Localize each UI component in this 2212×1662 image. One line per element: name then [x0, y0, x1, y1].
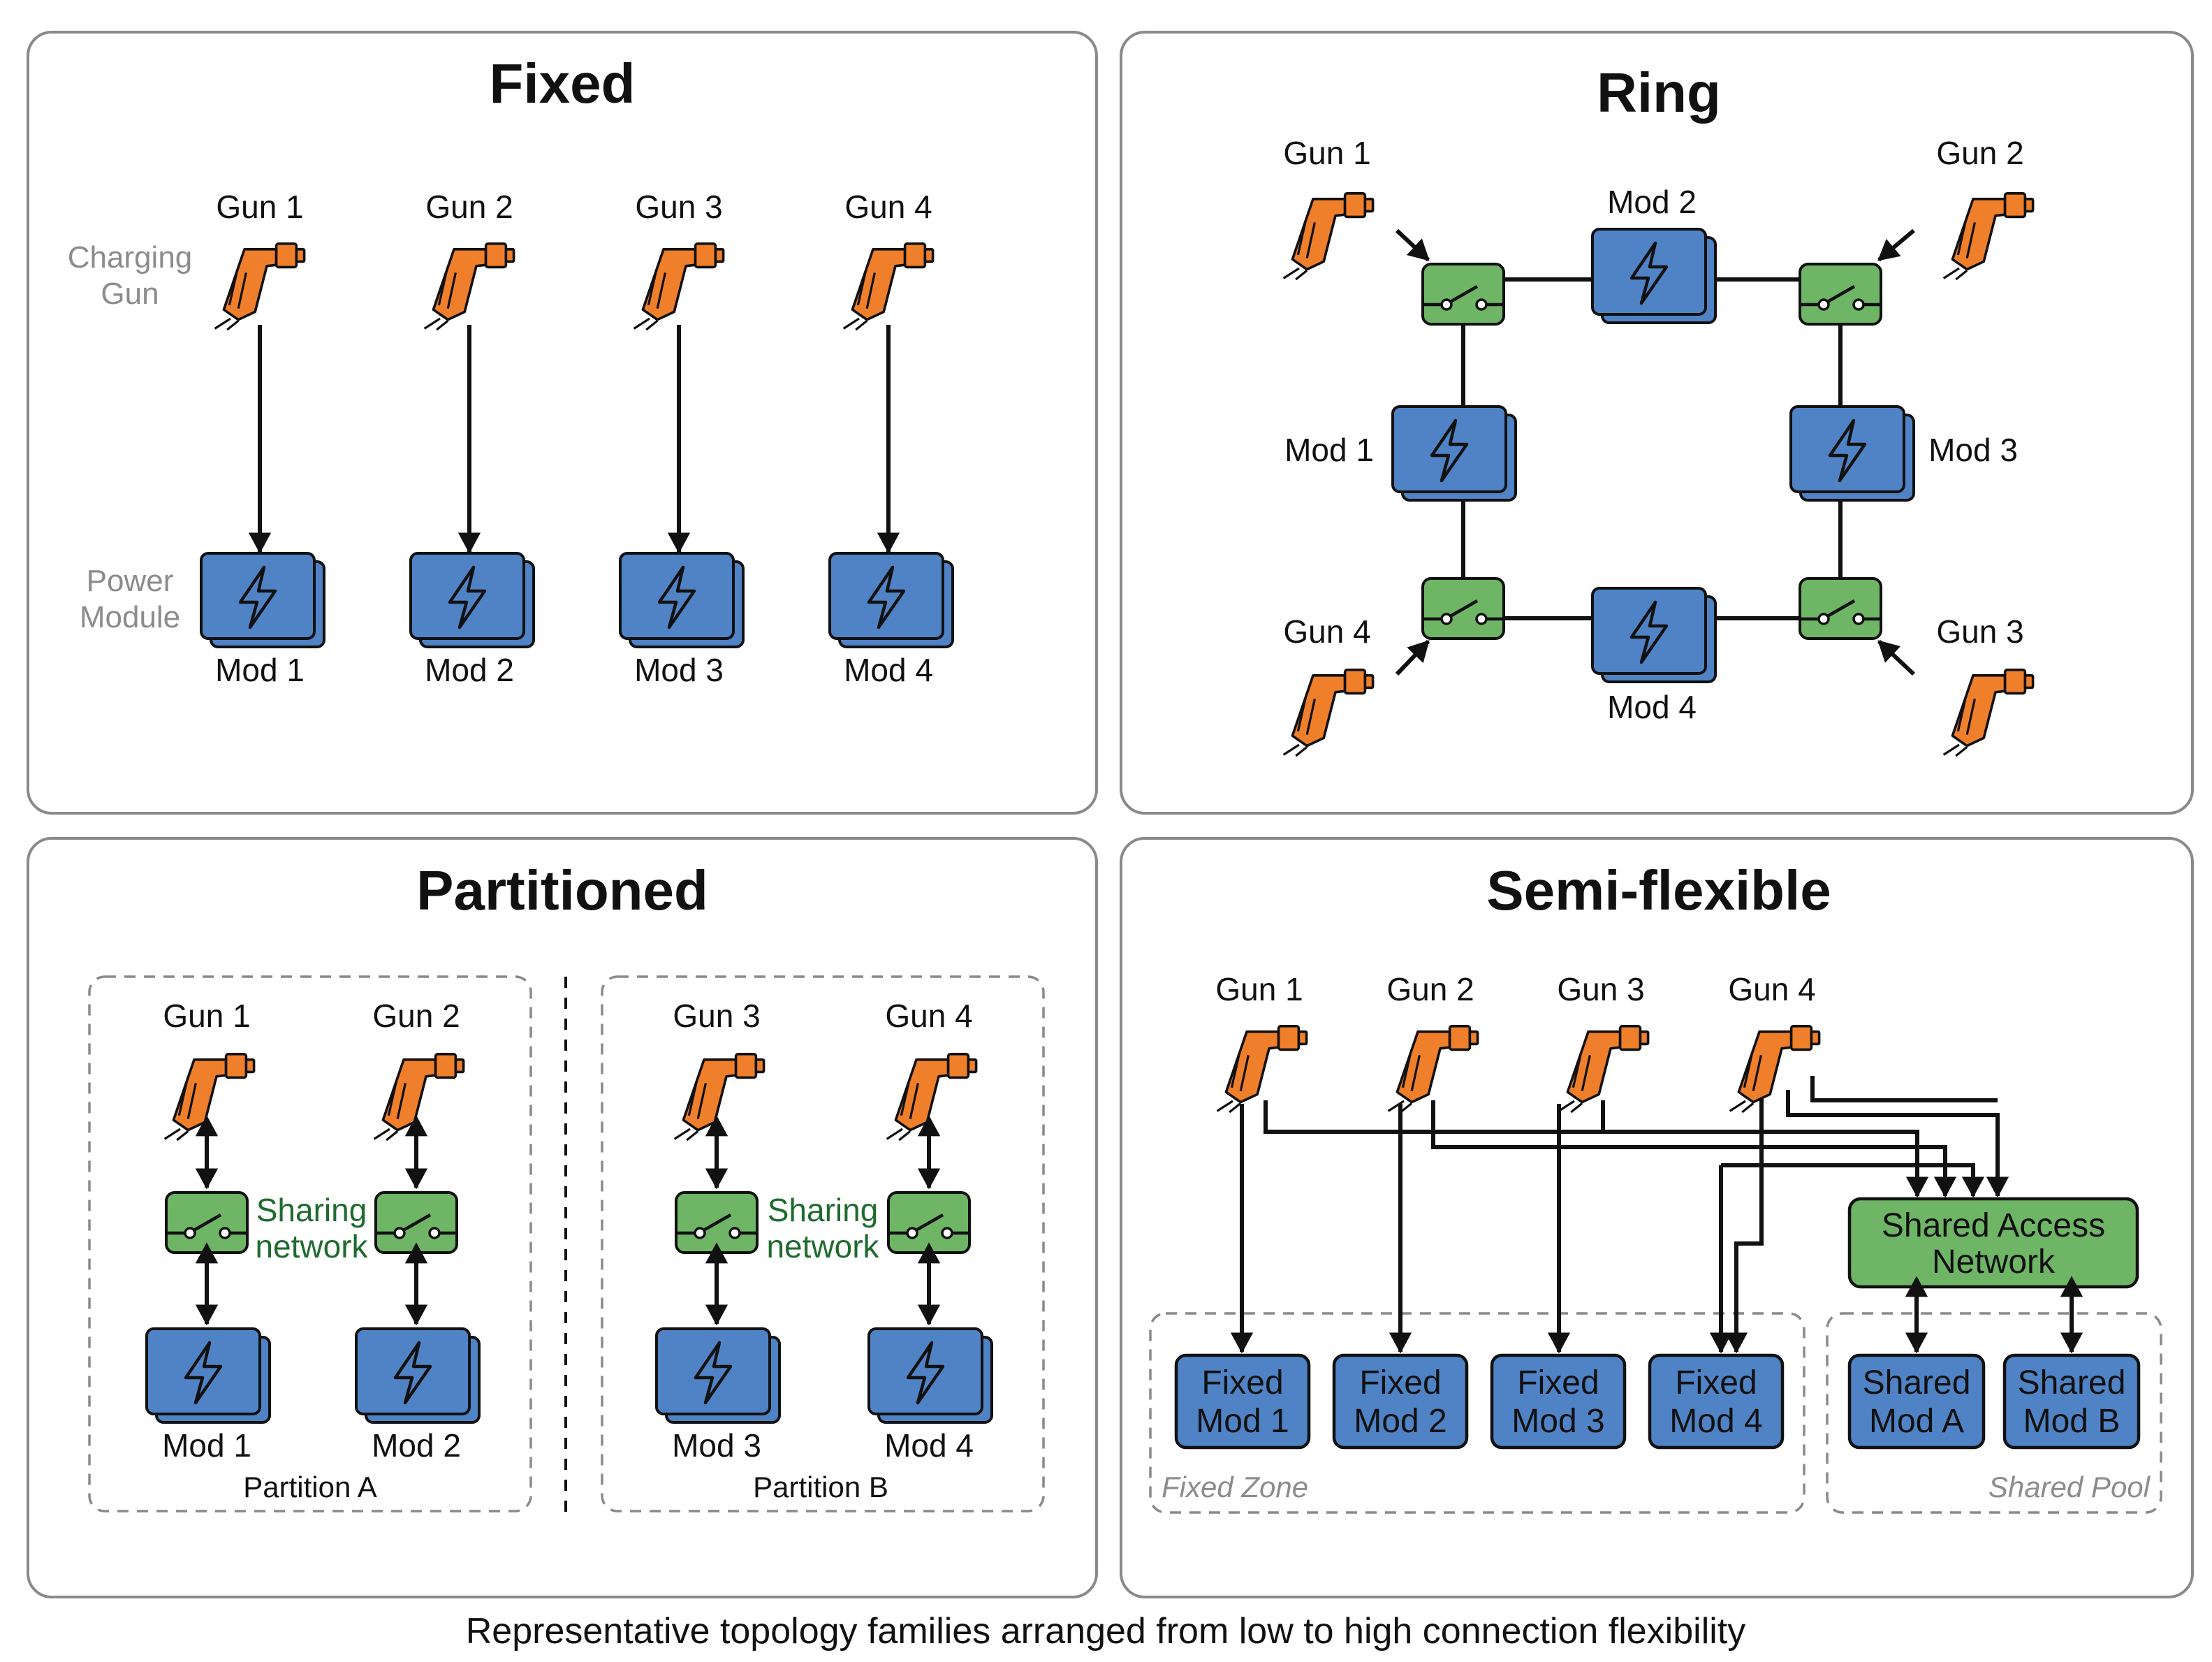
- figure-caption: Representative topology families arrange…: [466, 1611, 1746, 1652]
- semi-gun-2-label: Gun 2: [1386, 971, 1474, 1007]
- fixed-mod-3-name: Mod 3: [1511, 1403, 1604, 1440]
- charging-gun-label: Charging: [68, 240, 193, 275]
- fixed-mod-1-icon: [201, 553, 324, 647]
- ring-switch-top-right: [1800, 264, 1881, 324]
- part-switch-3: [676, 1193, 757, 1253]
- fixed-mod-4-box: [1648, 1353, 1785, 1450]
- sharing-network-b-label: Sharing: [768, 1192, 879, 1228]
- partition-b-label: Partition B: [753, 1471, 888, 1503]
- semi-gun-3-label: Gun 3: [1557, 971, 1644, 1007]
- fixed-mod-3-box: [1490, 1353, 1627, 1450]
- shared-mod-b-box: [2002, 1353, 2141, 1450]
- shared-mod-a-box: [1847, 1353, 1986, 1450]
- ring-mod-3-label: Mod 3: [1928, 432, 2018, 468]
- panel-fixed: [27, 31, 1098, 815]
- part-gun-3-label: Gun 3: [673, 998, 760, 1034]
- fixed-mod-1-word: Fixed: [1201, 1364, 1283, 1401]
- ring-switch-bottom-right: [1800, 578, 1881, 639]
- part-mod-2-label: Mod 2: [372, 1427, 461, 1464]
- partition-a-box: [88, 975, 532, 1512]
- fixed-mod-4-name: Mod 4: [1669, 1403, 1762, 1440]
- ring-title: Ring: [1597, 61, 1721, 124]
- semi-gun-1-label: Gun 1: [1215, 971, 1303, 1007]
- part-gun-1-label: Gun 1: [163, 998, 250, 1034]
- shared-pool-box: [1826, 1312, 2162, 1514]
- fixed-mod-1-label: Mod 1: [215, 652, 305, 688]
- fixed-mod-2-box: [1332, 1353, 1469, 1450]
- semi-gun-4-label: Gun 4: [1728, 971, 1815, 1007]
- fixed-mod-3-label: Mod 3: [634, 652, 724, 688]
- part-mod-1-label: Mod 1: [162, 1427, 251, 1464]
- shared-access-network-label: Shared Access: [1882, 1207, 2105, 1244]
- sharing-network-b-label-2: network: [766, 1228, 879, 1264]
- part-switch-1: [166, 1193, 247, 1253]
- shared-access-network-label-2: Network: [1932, 1244, 2056, 1281]
- ring-topology: Ring Mod 2 Mod 1 Mod 3 Mod 4 Gun 1 Gun 2…: [1283, 61, 2032, 756]
- ring-mod-2-icon: [1592, 229, 1715, 323]
- ring-switch-bottom-left: [1423, 578, 1504, 639]
- part-gun-4-label: Gun 4: [885, 998, 972, 1034]
- semi-flexible-topology: Semi-flexible Gun 1 Gun 2 Gun 3 Gun 4 Fi…: [1149, 859, 2162, 1514]
- fixed-zone-box: [1149, 1312, 1806, 1514]
- fixed-mod-2-icon: [411, 553, 534, 647]
- shared-mod-a-word: Shared: [1863, 1364, 1971, 1401]
- panel-partitioned: [27, 837, 1098, 1598]
- shared-access-network-box: [1847, 1197, 2139, 1289]
- panel-ring: [1120, 31, 2194, 815]
- shared-mod-b-word: Shared: [2018, 1364, 2126, 1401]
- ring-mod-1-icon: [1393, 407, 1516, 500]
- part-mod-1-icon: [147, 1329, 270, 1422]
- partition-a-label: Partition A: [243, 1471, 376, 1503]
- fixed-zone-label: Fixed Zone: [1162, 1471, 1308, 1503]
- fixed-title: Fixed: [490, 52, 636, 115]
- sharing-network-a-label-2: network: [255, 1228, 368, 1264]
- ring-mod-4-label: Mod 4: [1607, 689, 1697, 725]
- ring-gun-1-label: Gun 1: [1283, 135, 1370, 171]
- part-mod-3-label: Mod 3: [672, 1427, 761, 1464]
- ring-mod-2-label: Mod 2: [1607, 184, 1697, 220]
- fixed-mod-2-word: Fixed: [1359, 1364, 1441, 1401]
- shared-mod-b-name: Mod B: [2023, 1403, 2121, 1440]
- fixed-mod-4-word: Fixed: [1675, 1364, 1757, 1401]
- partitioned-title: Partitioned: [416, 859, 708, 921]
- ring-gun-4-label: Gun 4: [1283, 613, 1370, 650]
- fixed-mod-2-label: Mod 2: [425, 652, 514, 688]
- ring-mod-4-icon: [1592, 588, 1715, 682]
- partitioned-topology: Partitioned Gun 1 Mod 1 Gun 2 Mod 2 Shar…: [88, 859, 1045, 1519]
- fixed-gun-1-label: Gun 1: [216, 189, 303, 225]
- ring-mod-3-icon: [1791, 407, 1914, 500]
- semi-flexible-title: Semi-flexible: [1486, 859, 1831, 921]
- part-switch-4: [888, 1193, 969, 1253]
- part-mod-4-label: Mod 4: [884, 1427, 974, 1464]
- sharing-network-a-label: Sharing: [256, 1192, 367, 1228]
- fixed-mod-1-name: Mod 1: [1196, 1403, 1289, 1440]
- part-mod-3-icon: [657, 1329, 779, 1422]
- power-module-label-2: Module: [80, 600, 180, 634]
- fixed-mod-1-box: [1174, 1353, 1311, 1450]
- ring-switch-top-left: [1423, 264, 1504, 324]
- ring-gun-2-label: Gun 2: [1936, 135, 2023, 171]
- fixed-mod-3-icon: [620, 553, 743, 647]
- power-module-label: Power: [87, 564, 174, 598]
- fixed-gun-4-label: Gun 4: [844, 189, 932, 225]
- fixed-mod-4-icon: [830, 553, 953, 647]
- part-gun-2-label: Gun 2: [372, 998, 460, 1034]
- fixed-gun-2-label: Gun 2: [425, 189, 513, 225]
- charging-gun-label-2: Gun: [101, 277, 159, 311]
- partition-b-box: [601, 975, 1045, 1512]
- part-switch-2: [376, 1193, 457, 1253]
- fixed-mod-4-label: Mod 4: [844, 652, 933, 688]
- shared-mod-a-name: Mod A: [1869, 1403, 1964, 1440]
- fixed-mod-3-word: Fixed: [1517, 1364, 1599, 1401]
- part-mod-2-icon: [356, 1329, 479, 1422]
- fixed-topology: Fixed Charging Gun Power Module Gun 1 Mo…: [68, 52, 953, 688]
- fixed-mod-2-name: Mod 2: [1354, 1403, 1446, 1440]
- shared-pool-label: Shared Pool: [1988, 1471, 2151, 1503]
- ring-mod-1-label: Mod 1: [1284, 432, 1374, 468]
- part-mod-4-icon: [869, 1329, 992, 1422]
- fixed-gun-3-label: Gun 3: [635, 189, 722, 225]
- ring-gun-3-label: Gun 3: [1936, 613, 2023, 650]
